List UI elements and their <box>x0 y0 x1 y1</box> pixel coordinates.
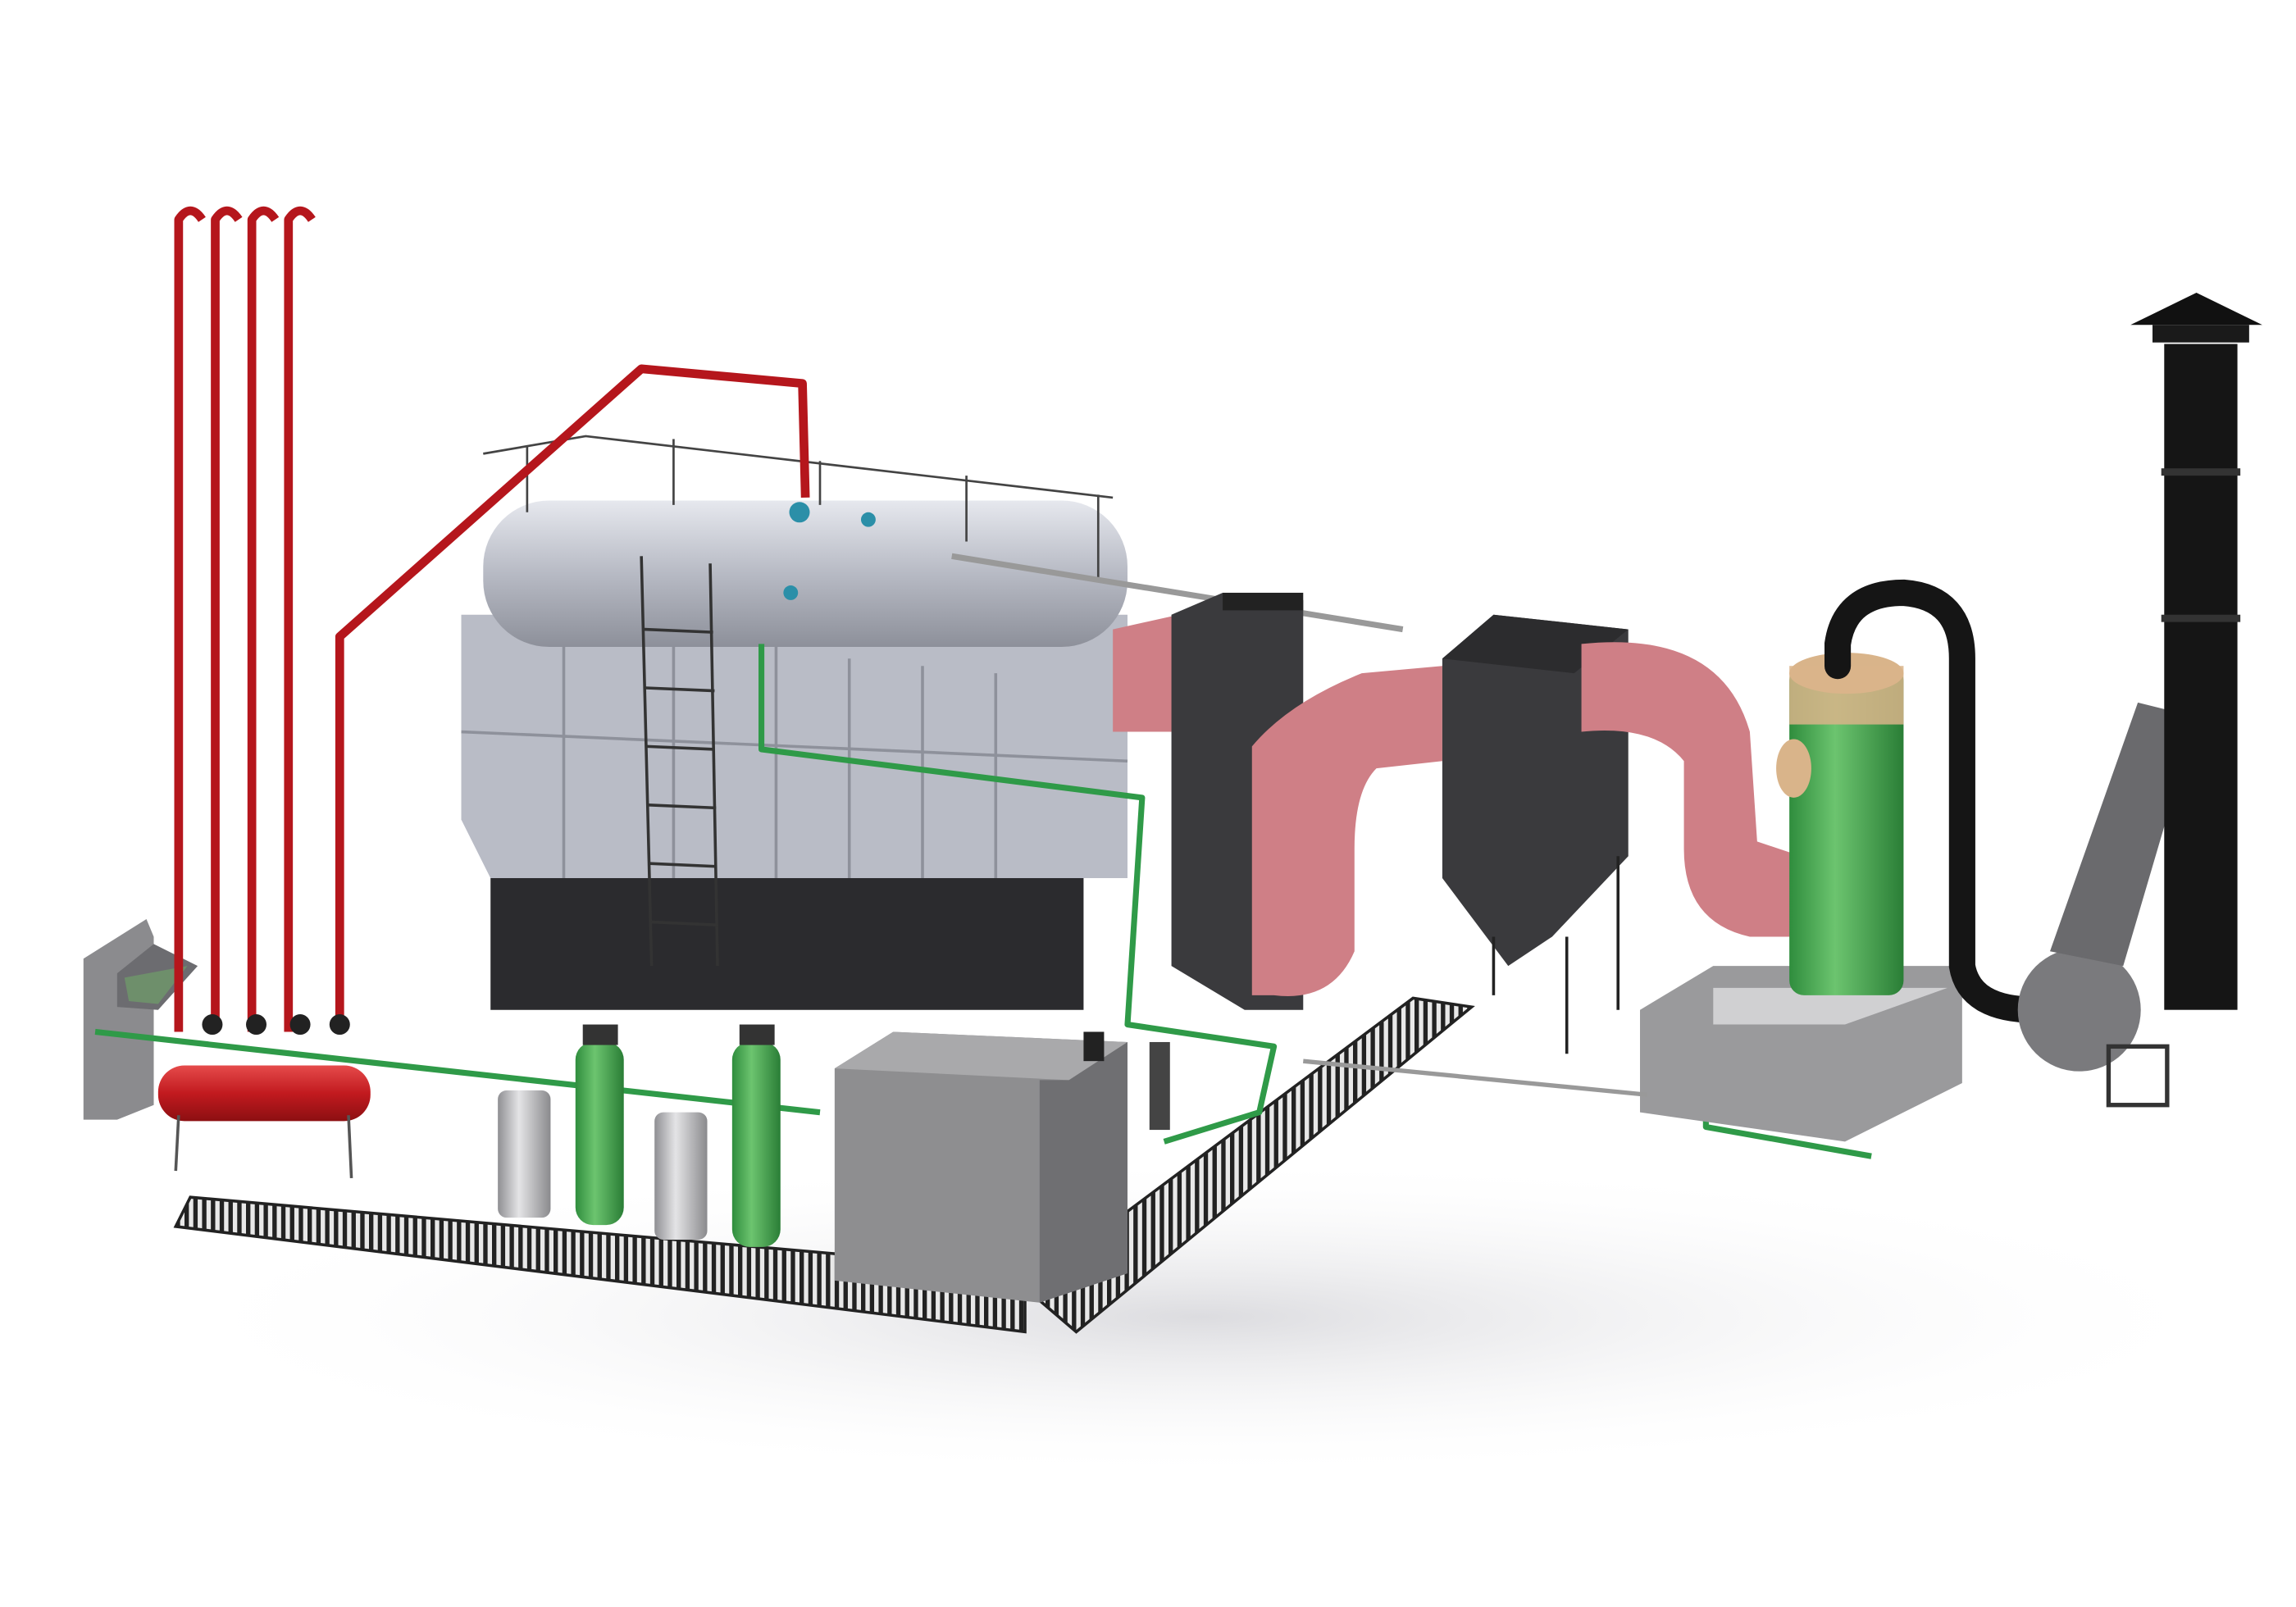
flue-duct-u-bend <box>1251 666 1442 996</box>
floor-grating-diagonal <box>1023 996 1475 1334</box>
steam-header <box>157 1014 371 1179</box>
brine-tank <box>654 1112 708 1240</box>
steam-drum <box>483 500 1128 647</box>
flue-pipe-arch <box>1824 579 2049 1023</box>
water-softeners <box>498 1024 781 1247</box>
steam-pipes <box>174 206 810 1032</box>
chimney <box>2130 293 2262 1010</box>
drum-valve-icons <box>783 502 876 600</box>
water-tank <box>834 1031 1170 1303</box>
desulfurization-scrubber <box>1776 653 1904 995</box>
sootblower-rod <box>951 553 1404 633</box>
drain-pipe <box>1303 1058 1648 1097</box>
flue-duct-to-scrubber <box>1581 642 1802 937</box>
boiler-ladder <box>640 556 719 967</box>
control-panel <box>83 919 198 1120</box>
settling-basin <box>1640 966 1962 1142</box>
softener-column <box>731 1041 781 1247</box>
induced-draft-fan <box>2017 702 2197 1108</box>
softener-column <box>575 1041 624 1226</box>
boiler-railing <box>483 435 1114 579</box>
boiler-base <box>490 856 1084 1010</box>
flue-duct-boiler-outlet <box>1113 614 1179 732</box>
brine-tank <box>498 1090 551 1218</box>
boiler <box>461 435 1404 1010</box>
